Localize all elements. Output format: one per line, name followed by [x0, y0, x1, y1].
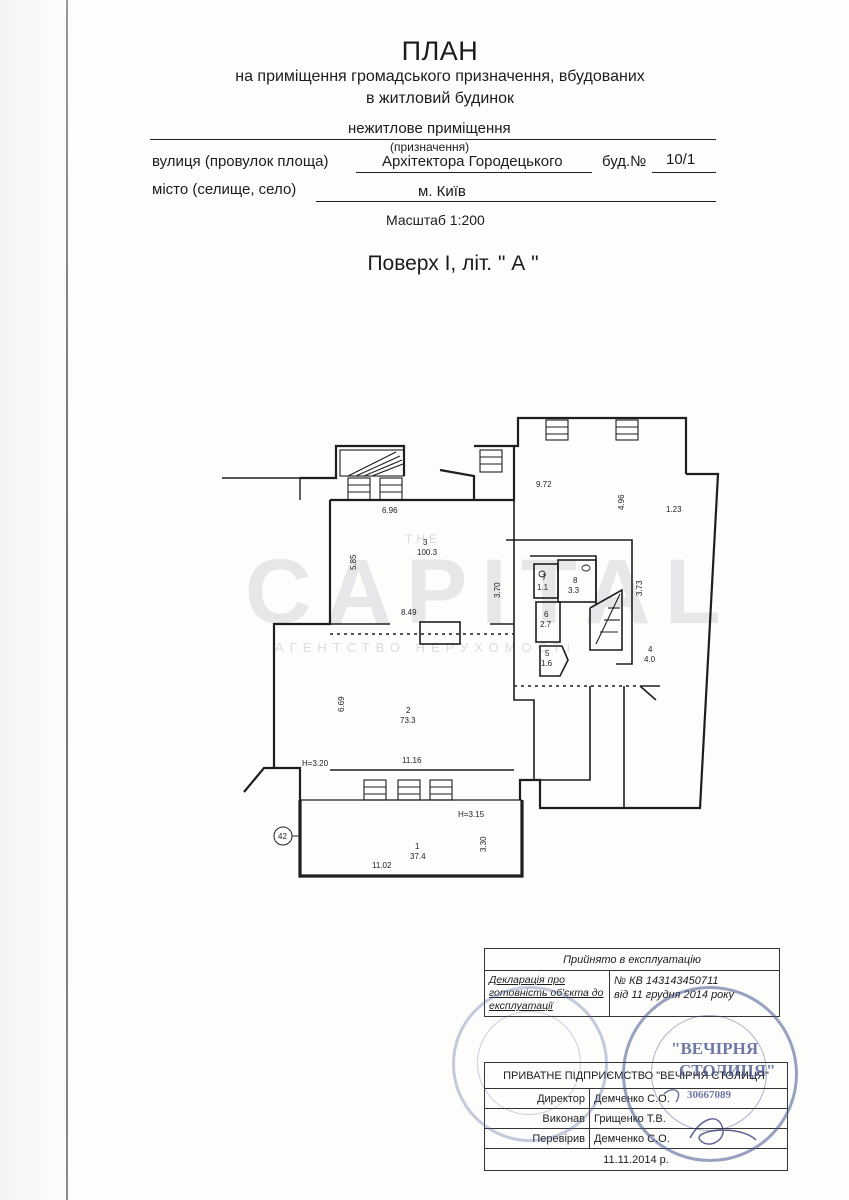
building-label: буд.№: [602, 153, 647, 170]
scale-label: Масштаб 1:200: [386, 212, 485, 228]
street-value: Архітектора Городецького: [382, 153, 563, 170]
room-2-number: 2: [406, 706, 411, 715]
height-3-20: H=3.20: [302, 759, 329, 768]
dim-3-30: 3.30: [479, 836, 488, 852]
room-5-area: 1.6: [541, 659, 553, 668]
axis-marker: [273, 826, 300, 846]
room-3-area: 100.3: [417, 548, 438, 557]
dim-3-73: 3.73: [635, 580, 644, 596]
dim-5-85: 5.85: [349, 554, 358, 570]
room-8-number: 8: [573, 576, 578, 585]
dim-6-96: 6.96: [382, 506, 398, 515]
dim-1-23: 1.23: [666, 505, 682, 514]
room-8-area: 3.3: [568, 586, 580, 595]
seal-text-line-1: "ВЕЧІРНЯ: [671, 1039, 759, 1058]
dim-6-69: 6.69: [337, 696, 346, 712]
street-underline: [356, 172, 592, 173]
registration-number: № КВ 143143450711: [614, 975, 719, 987]
floor-title: Поверх I, літ. " А ": [367, 252, 539, 275]
dim-11-16: 11.16: [402, 756, 422, 765]
company-seal-stamp: "ВЕЧІРНЯ СТОЛИЦЯ" 30667089: [622, 986, 798, 1162]
room-7-number: 7: [542, 573, 547, 582]
axis-marker-label: 42: [278, 832, 287, 841]
room-4-area: 4.0: [644, 655, 656, 664]
room-1-area: 37.4: [410, 852, 426, 861]
height-3-15: H=3.15: [458, 810, 485, 819]
exterior-walls: [222, 416, 720, 878]
room-3-number: 3: [423, 538, 428, 547]
stair-blocks: [339, 419, 639, 801]
room-7-area: 1.1: [537, 583, 549, 592]
document-title: ПЛАН: [401, 36, 479, 66]
building-underline: [652, 172, 716, 173]
seal-code: 30667089: [687, 1089, 731, 1101]
purpose-caption: (призначення): [390, 140, 470, 154]
building-value: 10/1: [666, 151, 696, 168]
street-label: вулиця (провулок площа): [152, 153, 329, 170]
dim-11-02: 11.02: [372, 861, 392, 870]
page-binding-edge: [66, 0, 68, 1200]
dim-8-49: 8.49: [401, 608, 417, 617]
city-underline: [316, 201, 716, 202]
dim-9-72: 9.72: [536, 480, 552, 489]
scanned-page-edge-shadow: [0, 0, 70, 1200]
room-5-number: 5: [545, 649, 550, 658]
city-label: місто (селище, село): [152, 181, 297, 198]
room-6-area: 2.7: [540, 620, 552, 629]
sanitary-fixtures: [538, 564, 591, 578]
room-4-number: 4: [648, 645, 653, 654]
room-6-number: 6: [544, 610, 549, 619]
dim-3-70: 3.70: [493, 582, 502, 598]
subtitle-line-1: на приміщення громадського призначення, …: [235, 68, 645, 85]
purpose-underline: [150, 139, 716, 140]
left-seal-inner-ring: [477, 1011, 581, 1115]
room-1-number: 1: [415, 842, 420, 851]
room-2-area: 73.3: [400, 716, 416, 725]
interior-walls: [330, 500, 660, 808]
accepted-title: Прийнято в експлуатацію: [484, 948, 780, 971]
city-value: м. Київ: [418, 183, 466, 200]
dim-4-96: 4.96: [617, 494, 626, 510]
subtitle-line-2: в житловий будинок: [365, 90, 515, 107]
left-seal-stamp: [452, 986, 608, 1142]
seal-text-line-2: СТОЛИЦЯ": [679, 1061, 776, 1080]
purpose-value: нежитлове приміщення: [348, 120, 511, 137]
